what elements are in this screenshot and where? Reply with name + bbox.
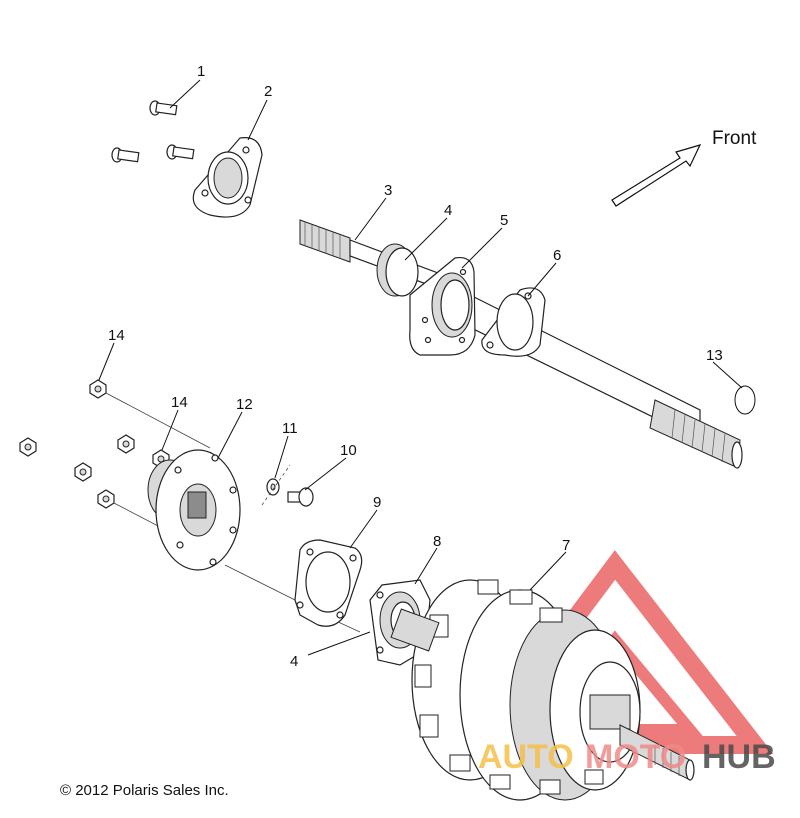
copyright-text: © 2012 Polaris Sales Inc. xyxy=(60,782,229,799)
nut-d xyxy=(97,489,115,509)
clutch-assembly-7 xyxy=(390,579,695,801)
callout-9: 9 xyxy=(373,494,381,511)
bolt-1a xyxy=(149,100,178,116)
callout-12: 12 xyxy=(236,396,253,413)
nut-a xyxy=(19,437,37,457)
bolt-1b xyxy=(111,147,140,163)
hub-flange-12 xyxy=(147,449,241,571)
bolt-1c xyxy=(166,144,195,160)
o-ring-13 xyxy=(734,385,756,415)
washer-11 xyxy=(261,464,291,506)
callout-4-upper: 4 xyxy=(444,202,452,219)
nut-14a xyxy=(89,379,107,399)
front-arrow xyxy=(611,144,702,207)
gasket-6 xyxy=(481,287,546,357)
callout-8: 8 xyxy=(433,533,441,550)
nut-c xyxy=(74,462,92,482)
callout-3: 3 xyxy=(384,182,392,199)
callout-leaders xyxy=(98,79,743,656)
callout-5: 5 xyxy=(500,212,508,229)
front-label: Front xyxy=(712,128,757,149)
callout-13: 13 xyxy=(706,347,723,364)
gasket-9 xyxy=(294,539,363,627)
callout-6: 6 xyxy=(553,247,561,264)
callout-4-lower: 4 xyxy=(290,653,298,670)
callout-2: 2 xyxy=(264,83,272,100)
flange-plate-5 xyxy=(409,256,476,356)
watermark-text: AUTO MOTO HUB xyxy=(478,738,776,776)
nut-b xyxy=(117,434,135,454)
callout-7: 7 xyxy=(562,537,570,554)
callout-14-lower: 14 xyxy=(171,394,188,411)
callout-10: 10 xyxy=(340,442,357,459)
callout-1: 1 xyxy=(197,63,205,80)
pin-10 xyxy=(287,487,314,507)
watermark-moto: MOTO xyxy=(585,738,686,776)
watermark-hub: HUB xyxy=(702,738,776,776)
bearing-4 xyxy=(376,243,419,297)
callout-14-upper: 14 xyxy=(108,327,125,344)
callout-11: 11 xyxy=(282,420,298,437)
flange-plate-2 xyxy=(192,137,263,218)
watermark-auto: AUTO xyxy=(478,738,574,776)
